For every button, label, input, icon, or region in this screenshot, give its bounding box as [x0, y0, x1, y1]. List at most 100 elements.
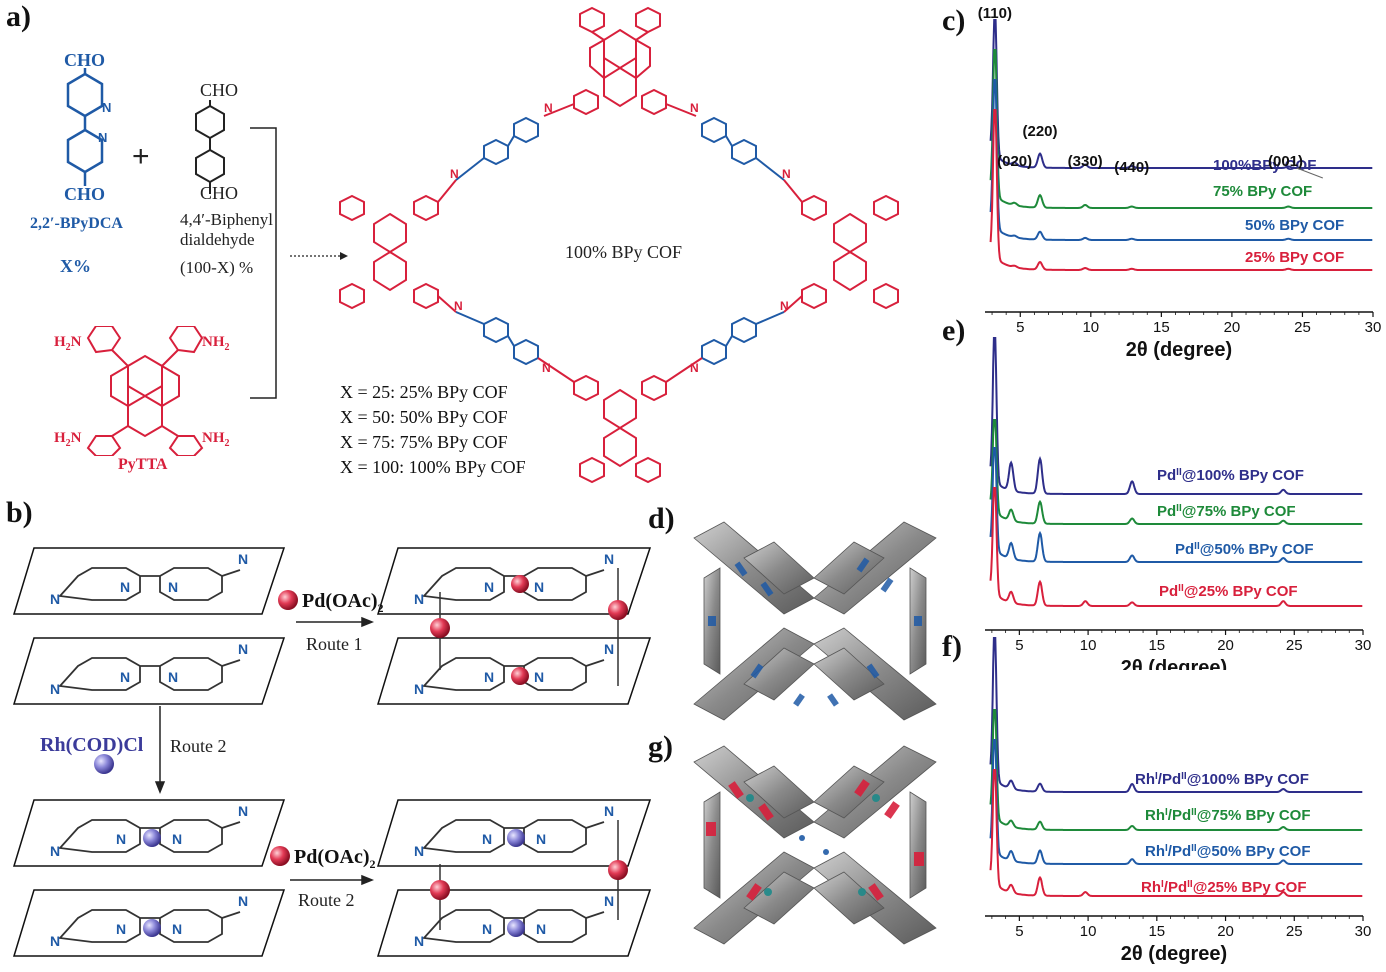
x-tick-label-c: 5 [1016, 319, 1024, 336]
rh-ball-br-1 [507, 829, 525, 847]
n-label-23: N [414, 681, 424, 697]
svg-text:N: N [98, 130, 107, 145]
x-tick-label-c: 20 [1224, 319, 1241, 336]
amine-h-bl: H [54, 430, 66, 446]
series-label-c-0: 100%BPy COF [1213, 157, 1316, 174]
peak-001-pointer [1296, 167, 1323, 179]
xrd-trace-f-2 [989, 739, 1363, 865]
xrd-trace-e-2 [989, 447, 1363, 563]
xrd-trace-c-0 [989, 19, 1373, 169]
reagent-pd-route1-sub: 2 [377, 601, 384, 615]
n-label-24: N [604, 641, 614, 657]
xrd-trace-f-0 [989, 637, 1363, 793]
biphenyl-fraction: (100-X) % [180, 258, 254, 277]
n-label-19: N [414, 591, 424, 607]
bpy-sketch-1 [58, 567, 241, 601]
n-label-8: N [238, 641, 248, 657]
series-label-c-1: 75% BPy COF [1213, 183, 1312, 200]
reagent-pd-route2-sub: 2 [369, 857, 376, 871]
n-label-26: N [536, 831, 546, 847]
n-label-5: N [120, 669, 130, 685]
biphenyl-cho-top: CHO [200, 80, 239, 100]
x-axis-title-e: 2θ (degree) [1121, 657, 1227, 670]
biphenyl-molecule: CHO CHO [180, 80, 270, 210]
panel-label-e: e) [942, 314, 966, 347]
rh-ball-br-2 [507, 919, 525, 937]
n-label-30: N [536, 921, 546, 937]
xrd-trace-e-3 [989, 487, 1363, 607]
pytta-amine-bl: H2N [54, 430, 82, 449]
imine-n-7: N [542, 361, 551, 375]
reagent-pd-route1-text: Pd(OAc) [302, 590, 378, 612]
plus-sign: + [132, 140, 150, 173]
bpydca-cho-bottom: CHO [64, 184, 106, 204]
series-label-f-3: RhI/PdII@25% BPy COF [1141, 879, 1307, 897]
series-label-f-2: RhI/PdII@50% BPy COF [1145, 843, 1311, 861]
pytta-amine-br: NH2 [202, 430, 230, 449]
bpydca-molecule: CHO N N CHO [30, 50, 140, 250]
x-tick-label-e: 5 [1015, 637, 1023, 654]
imine-n-1: N [544, 101, 553, 115]
x-tick-label-c: 10 [1082, 319, 1099, 336]
crystal-model-d [693, 521, 937, 721]
xrd-trace-c-3 [989, 109, 1373, 271]
n-label-14: N [172, 921, 182, 937]
crystal-model-g [693, 745, 937, 945]
rh-ball-bl-2 [143, 919, 161, 937]
xrd-trace-e-1 [989, 419, 1363, 525]
n-label-20: N [604, 551, 614, 567]
panel-label-f: f) [942, 630, 962, 663]
n-label-16: N [238, 893, 248, 909]
pd-ball-reagent-1 [278, 590, 298, 610]
x-composition-50: X = 50: 50% BPy COF [340, 407, 508, 427]
bpy-sketch-3 [58, 819, 241, 853]
panel-label-g: g) [648, 730, 673, 763]
n-label-12: N [238, 803, 248, 819]
bpy-linker-upper-right [665, 103, 803, 203]
n-label-7: N [50, 681, 60, 697]
cof-center-label: 100% BPy COF [565, 242, 683, 262]
biphenyl-structure [195, 100, 225, 194]
x-tick-label-f: 25 [1286, 923, 1303, 940]
route2-down-label: Route 2 [170, 736, 227, 756]
series-label-f-1: RhI/PdII@75% BPy COF [1145, 807, 1311, 825]
n-label-22: N [534, 669, 544, 685]
bpy-sketch-7 [422, 819, 605, 853]
n-label-1: N [120, 579, 130, 595]
route2-label: Route 2 [298, 890, 355, 910]
n-label-13: N [116, 921, 126, 937]
x-axis-title-f: 2θ (degree) [1121, 943, 1227, 965]
n-label-31: N [414, 933, 424, 949]
plane-br-bottom [376, 889, 652, 957]
bpydca-cho-top: CHO [64, 50, 106, 70]
biphenyl-name-2: dialdehyde [180, 230, 255, 249]
pd-ball-tr-3 [430, 618, 450, 638]
panel-label-a: a) [6, 0, 31, 33]
imine-n-2: N [690, 101, 699, 115]
panel-label-c: c) [942, 4, 966, 37]
scheme-b-planes: N N N N N N N N N N N N N N N N N N N N … [12, 547, 652, 957]
pyrene-node-bottom [573, 374, 667, 484]
pytta-name: PyTTA [118, 456, 168, 473]
pd-ball-br-2 [608, 860, 628, 880]
series-label-e-2: PdII@50% BPy COF [1175, 541, 1314, 559]
x-tick-label-f: 30 [1355, 923, 1372, 940]
reagent-pd-route1: Pd(OAc)2 [302, 590, 384, 616]
bpy-sketch-4 [58, 909, 241, 943]
n-label-10: N [172, 831, 182, 847]
reagent-pd-route2-text: Pd(OAc) [294, 846, 370, 868]
x-tick-label-f: 15 [1148, 923, 1165, 940]
n-label-32: N [604, 893, 614, 909]
route1-label: Route 1 [306, 634, 363, 654]
x-tick-label-c: 15 [1153, 319, 1170, 336]
n-label-17: N [484, 579, 494, 595]
plane-br-top [376, 799, 652, 867]
plane-bl-bottom [12, 889, 286, 957]
n-label-15: N [50, 933, 60, 949]
bpydca-fraction: X% [60, 256, 91, 276]
x-axis-title-c: 2θ (degree) [1126, 339, 1232, 361]
n-label-29: N [482, 921, 492, 937]
pytta-structure [86, 326, 204, 456]
x-tick-label-c: 30 [1365, 319, 1382, 336]
